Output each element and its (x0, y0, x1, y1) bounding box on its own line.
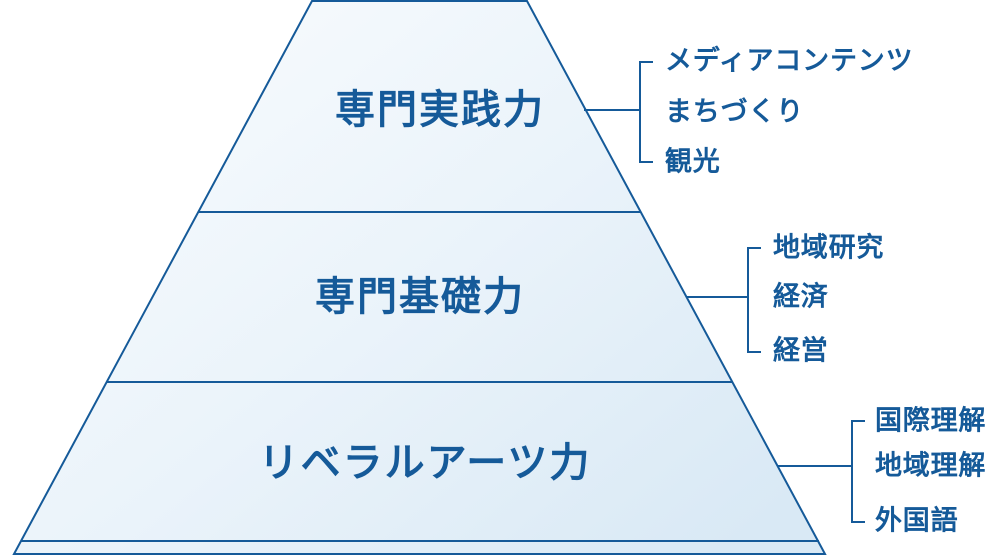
tier1-bracket (639, 61, 653, 163)
pyramid-shape (12, 0, 827, 555)
tier3-label: リベラルアーツ力 (258, 441, 592, 485)
tier2-bracket (747, 247, 761, 353)
tier3-bracket (851, 420, 865, 523)
tier3-item-1: 地域理解 (875, 450, 987, 481)
tier1-item-2: 観光 (665, 146, 721, 177)
tier2-item-2: 経営 (773, 335, 829, 366)
tier2-item-0: 地域研究 (773, 232, 885, 263)
tier3-item-2: 外国語 (875, 505, 959, 536)
tier3-item-0: 国際理解 (875, 405, 987, 436)
tier1-item-1: まちづくり (665, 96, 805, 127)
tier2-item-1: 経済 (773, 281, 829, 312)
tier2-label: 専門基礎力 (315, 275, 525, 319)
tier1-item-0: メディアコンテンツ (665, 45, 914, 76)
tier1-label: 専門実践力 (335, 88, 545, 132)
